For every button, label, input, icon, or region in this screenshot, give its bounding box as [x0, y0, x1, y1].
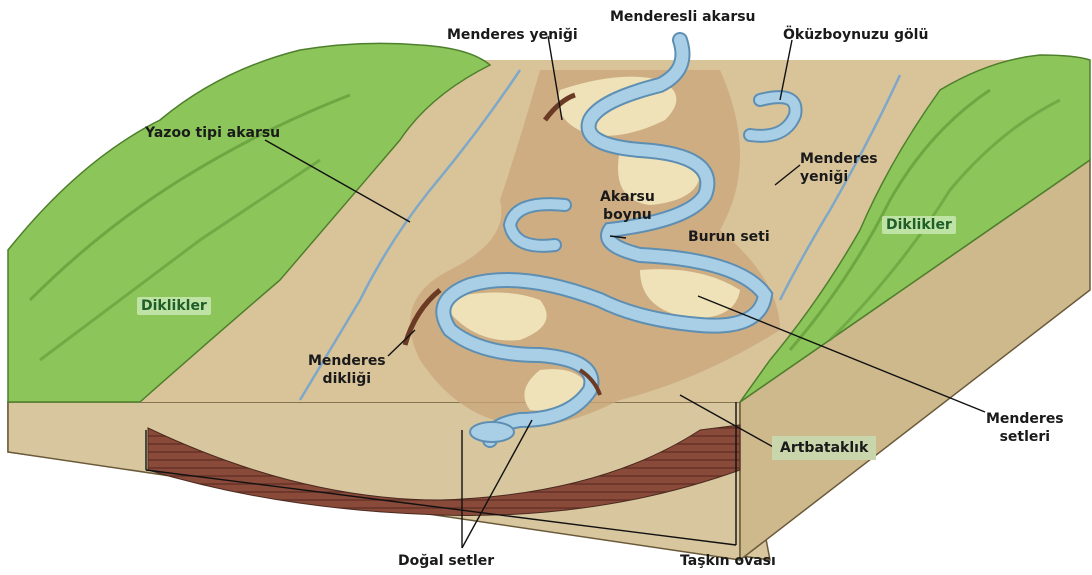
label-okuzboynuzu-golu: Öküzboynuzu gölü	[783, 26, 928, 44]
label-dogal-setler: Doğal setler	[398, 552, 494, 570]
label-menderes-yenigi-right: Menderes yeniği	[800, 150, 878, 186]
label-diklikler-right: Diklikler	[882, 216, 956, 234]
label-menderes-setleri: Menderes setleri	[986, 410, 1064, 446]
label-line: yeniği	[800, 168, 878, 186]
label-line: Menderes	[800, 150, 878, 168]
label-taskin-ovasi: Taşkın ovası	[680, 552, 776, 570]
label-diklikler-left: Diklikler	[137, 297, 211, 315]
label-menderes-yenigi-top: Menderes yeniği	[447, 26, 578, 44]
label-menderes-dikligi: Menderes dikliği	[308, 352, 386, 388]
label-line: Menderes	[308, 352, 386, 370]
label-line: boynu	[600, 206, 655, 224]
label-line: dikliği	[308, 370, 386, 388]
label-artbataklik: Artbataklık	[772, 436, 876, 460]
label-line: Akarsu	[600, 188, 655, 206]
label-line: setleri	[986, 428, 1064, 446]
label-yazoo-tipi-akarsu: Yazoo tipi akarsu	[145, 124, 280, 142]
label-menderesli-akarsu: Menderesli akarsu	[610, 8, 756, 26]
label-burun-seti: Burun seti	[688, 228, 770, 246]
label-akarsu-boynu: Akarsu boynu	[600, 188, 655, 224]
label-line: Menderes	[986, 410, 1064, 428]
